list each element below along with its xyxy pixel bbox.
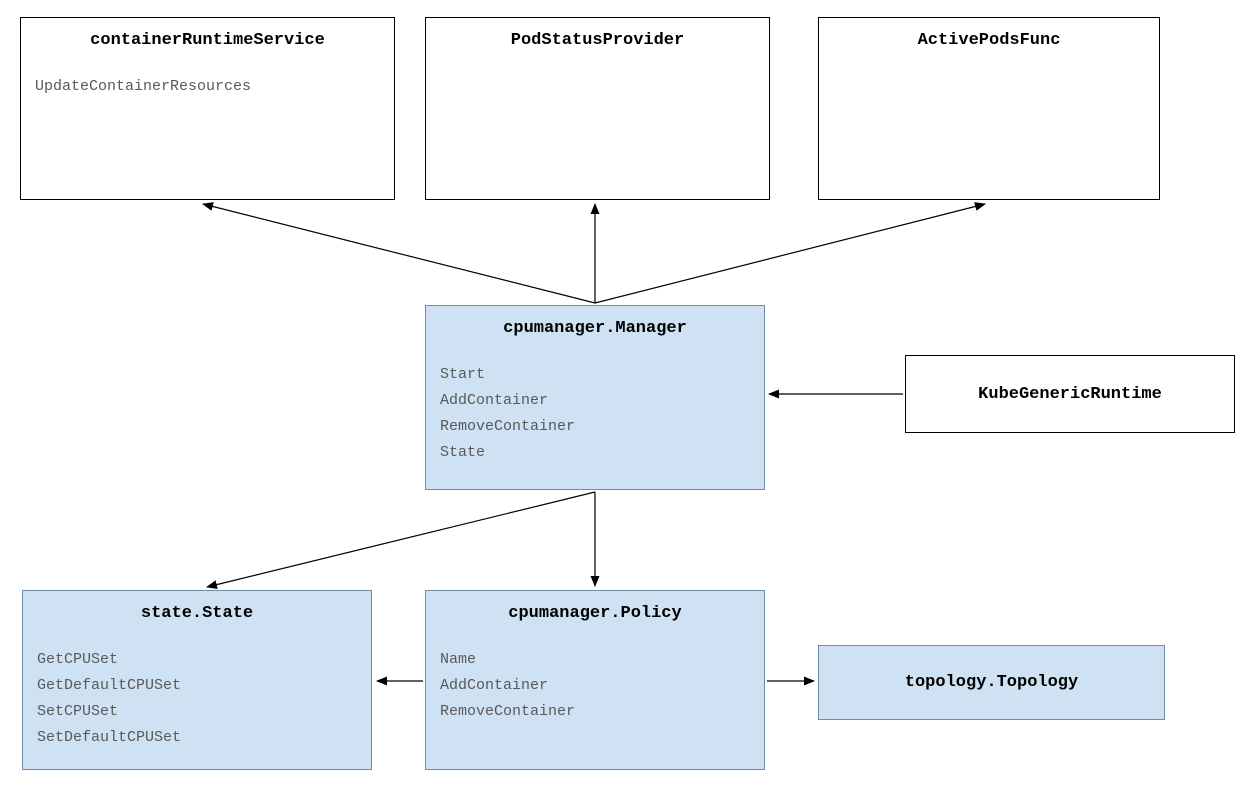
method-label: GetDefaultCPUSet: [37, 677, 182, 694]
box-active-pods-func: ActivePodsFunc: [818, 17, 1160, 200]
method-label: AddContainer: [440, 677, 549, 694]
arrow-manager-to-active-pods-func: [594, 202, 986, 304]
box-kube-generic-runtime: KubeGenericRuntime: [905, 355, 1235, 433]
arrow-manager-to-container-runtime-service: [202, 202, 596, 304]
method-label: UpdateContainerResources: [35, 78, 252, 95]
arrow-manager-to-state: [206, 491, 596, 589]
box-topology-topology: topology.Topology: [818, 645, 1165, 720]
method-label: RemoveContainer: [440, 418, 576, 435]
method-label: AddContainer: [440, 392, 549, 409]
method-label: SetDefaultCPUSet: [37, 729, 182, 746]
method-label: GetCPUSet: [37, 651, 119, 668]
method-label: State: [440, 444, 486, 461]
box-methods: UpdateContainerResources: [21, 74, 394, 100]
box-title: cpumanager.Policy: [508, 604, 682, 623]
box-pod-status-provider: PodStatusProvider: [425, 17, 770, 200]
method-label: Name: [440, 651, 477, 668]
method-label: Start: [440, 366, 486, 383]
box-title: cpumanager.Manager: [503, 319, 687, 338]
box-title: topology.Topology: [904, 673, 1079, 692]
box-title: PodStatusProvider: [510, 31, 685, 50]
box-title: ActivePodsFunc: [917, 31, 1061, 50]
method-label: SetCPUSet: [37, 703, 119, 720]
box-title: state.State: [140, 604, 254, 623]
box-title: containerRuntimeService: [90, 31, 325, 50]
method-label: RemoveContainer: [440, 703, 576, 720]
box-container-runtime-service: containerRuntimeService UpdateContainerR…: [20, 17, 395, 200]
box-title: KubeGenericRuntime: [978, 384, 1162, 404]
